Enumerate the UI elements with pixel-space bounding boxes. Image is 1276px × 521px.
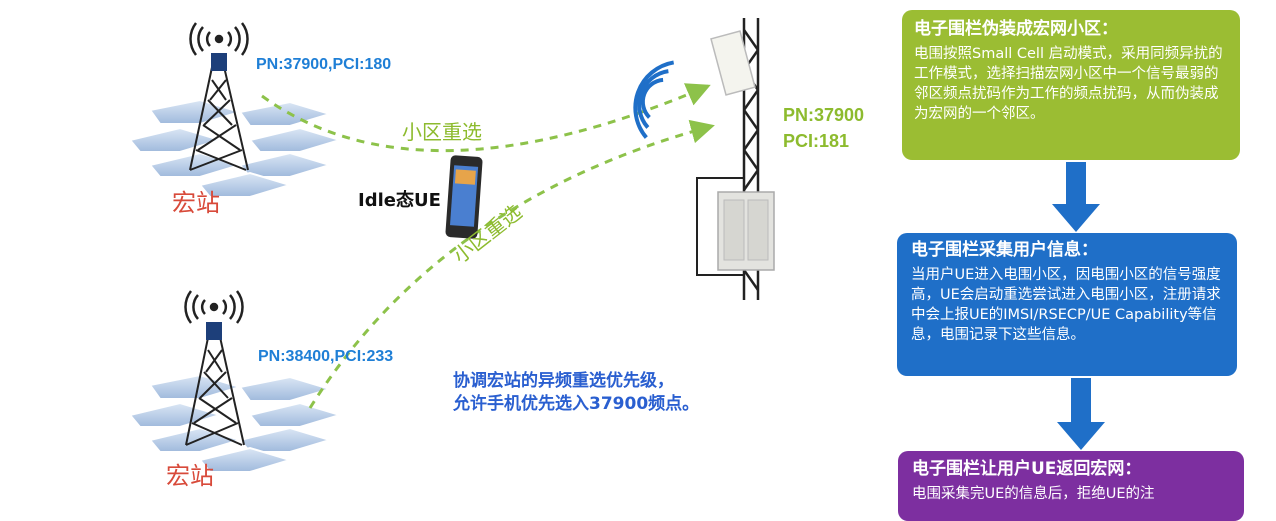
coordination-note-line2: 允许手机优先选入37900频点。 (453, 394, 700, 414)
fence-antenna (710, 30, 756, 96)
step-title: 电子围栏让用户UE返回宏网： (912, 459, 1142, 479)
step-box-return: 电子围栏让用户UE返回宏网： 电围采集完UE的信息后，拒绝UE的注 (898, 451, 1244, 521)
fence-signal-waves (633, 60, 675, 139)
step-body: 电围采集完UE的信息后，拒绝UE的注 (912, 486, 1155, 502)
macro-tower-bottom (185, 322, 245, 446)
hex-cluster-top (128, 98, 344, 198)
phone-icon (445, 155, 483, 239)
fence-pci: PCI:181 (783, 131, 850, 151)
macro-bottom-label: 宏站 (166, 462, 214, 490)
coordination-note-line1: 协调宏站的异频重选优先级， (453, 371, 674, 391)
step-body: 当用户UE进入电围小区，因电围小区的信号强度高，UE会启动重选尝试进入电围小区，… (911, 267, 1221, 343)
step-box-collect: 电子围栏采集用户信息： 当用户UE进入电围小区，因电围小区的信号强度高，UE会启… (897, 233, 1237, 376)
idle-ue-label: Idle态UE (358, 190, 441, 211)
step-title: 电子围栏采集用户信息： (911, 240, 1098, 260)
step-arrow-1 (1052, 162, 1100, 232)
reselect-label-top: 小区重选 (402, 120, 482, 144)
macro-tower-top (189, 53, 249, 171)
step-box-disguise: 电子围栏伪装成宏网小区： 电围按照Small Cell 启动模式，采用同频异扰的… (902, 10, 1240, 160)
reselect-arrow-top (261, 83, 711, 153)
step-body: 电围按照Small Cell 启动模式，采用同频异扰的工作模式，选择扫描宏网小区… (914, 46, 1223, 122)
fence-pn: PN:37900 (783, 105, 865, 125)
macro-bottom-pn-pci: PN:38400,PCI:233 (258, 348, 394, 365)
step-arrow-2 (1057, 378, 1105, 450)
step-title: 电子围栏伪装成宏网小区： (914, 19, 1118, 39)
macro-top-pn-pci: PN:37900,PCI:180 (256, 56, 392, 73)
signal-waves-top (189, 22, 249, 56)
signal-waves-bottom (184, 290, 244, 324)
coordination-note: 协调宏站的异频重选优先级， 允许手机优先选入37900频点。 (453, 370, 699, 416)
fence-cabinet (717, 191, 775, 271)
macro-top-label: 宏站 (172, 189, 220, 217)
